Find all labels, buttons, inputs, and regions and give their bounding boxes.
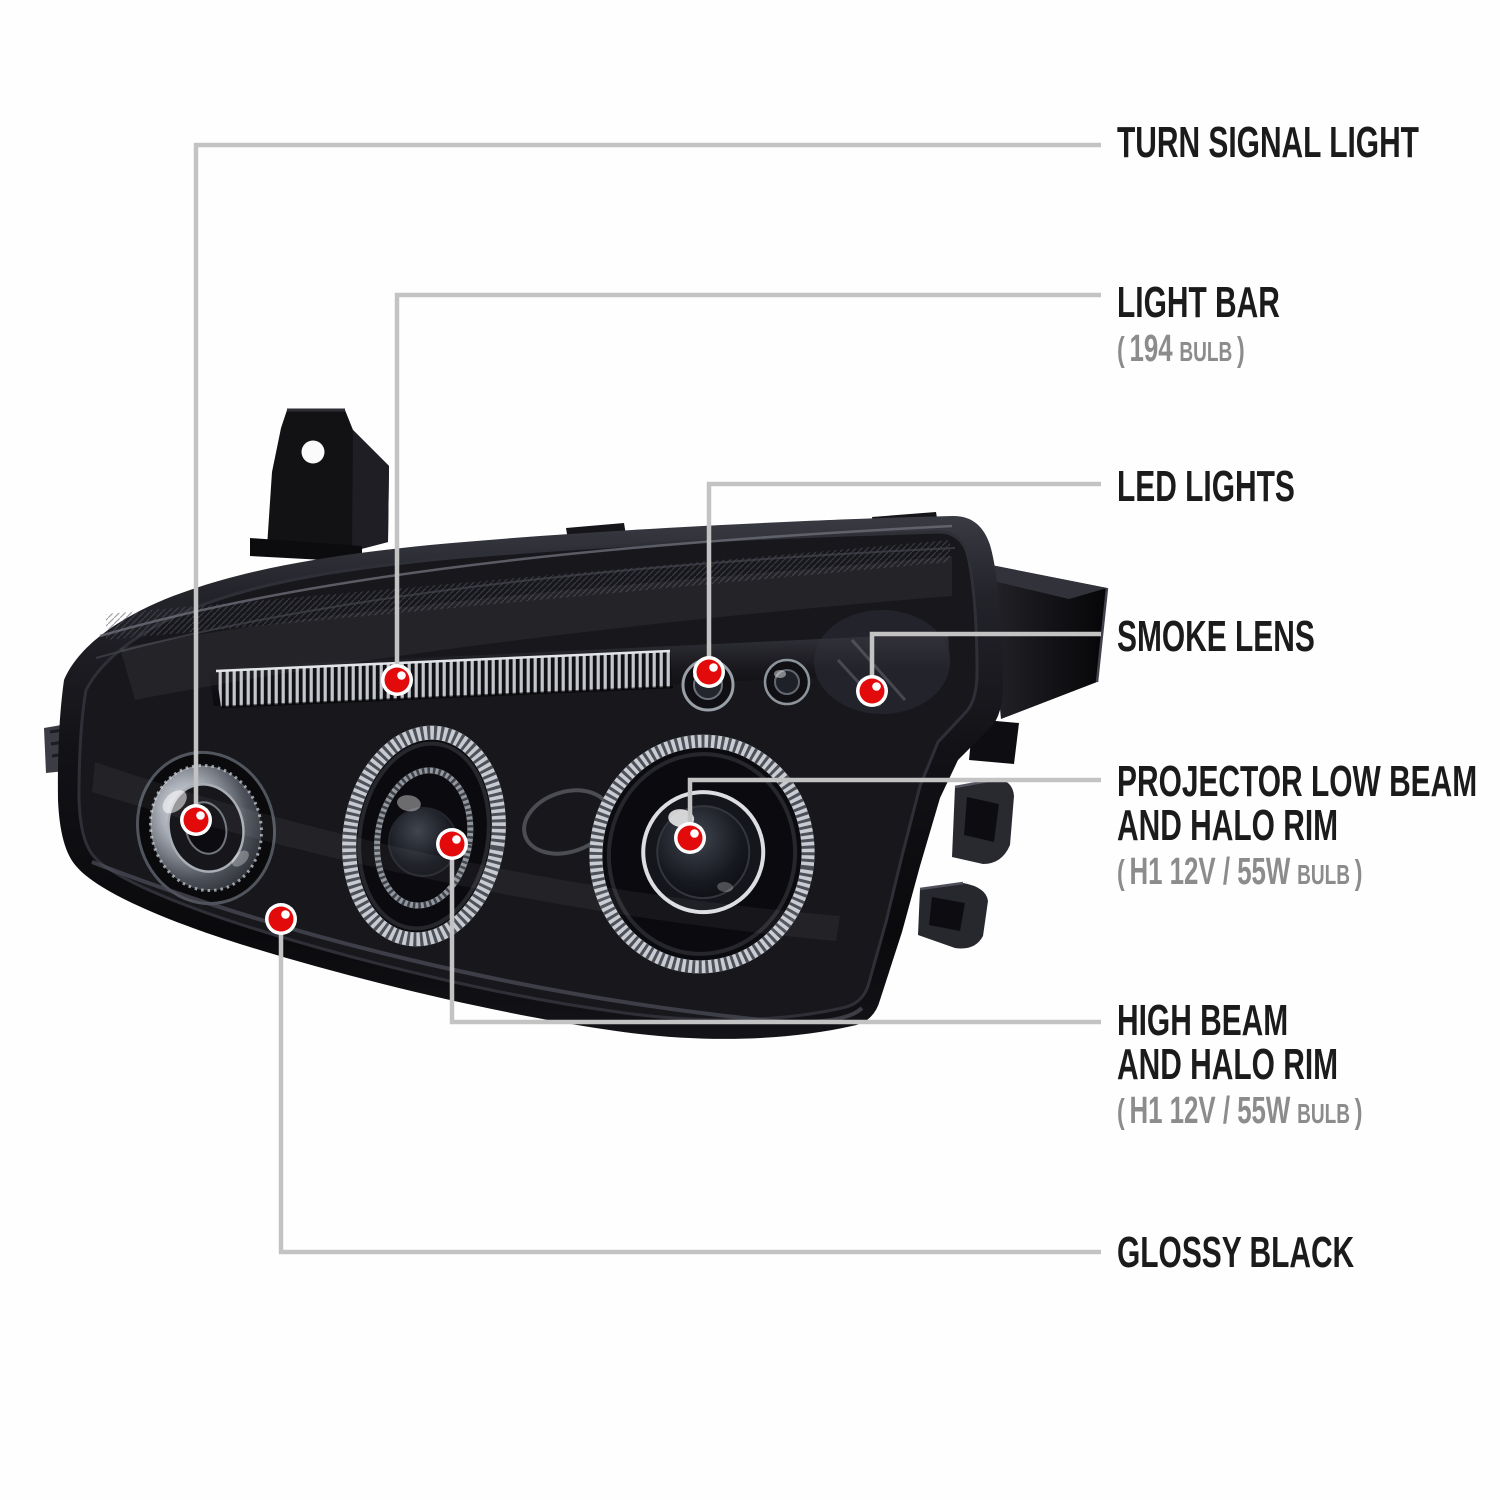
leader-lines: [193, 142, 1101, 1255]
marker-dot-projector-low-beam: [674, 822, 706, 854]
rear-fin: [986, 564, 1109, 719]
callout-title: TURN SIGNAL LIGHT: [1117, 118, 1419, 167]
callout-title-line2: AND HALO RIM: [1117, 1040, 1339, 1089]
marker-dot-high-beam: [436, 828, 468, 860]
callout-glossy-black: GLOSSY BLACK: [1117, 1231, 1466, 1275]
callout-turn-signal-light: TURN SIGNAL LIGHT: [1117, 121, 1500, 165]
light-bar-strip: [216, 651, 673, 707]
marker-dot-led-lights: [693, 656, 725, 688]
callout-title: HIGH BEAM: [1117, 996, 1289, 1045]
callout-led-lights: LED LIGHTS: [1117, 465, 1379, 509]
marker-dot-smoke-lens: [856, 675, 888, 707]
leader-turn-signal-light: [193, 142, 1101, 820]
leader-projector-low-beam: [687, 777, 1101, 838]
marker-dot-light-bar: [381, 664, 413, 696]
leader-led-lights: [706, 481, 1101, 672]
leader-light-bar: [394, 292, 1101, 680]
callout-title: SMOKE LENS: [1117, 612, 1315, 661]
bracket-hole: [301, 440, 325, 464]
leader-smoke-lens: [869, 631, 1101, 691]
callout-title: GLOSSY BLACK: [1117, 1228, 1355, 1277]
side-mount-hook-upper: [952, 777, 1014, 864]
callout-title: LED LIGHTS: [1117, 462, 1295, 511]
leader-high-beam: [449, 844, 1101, 1025]
side-mount-hook-lower: [918, 881, 988, 949]
mounting-bracket: [250, 408, 389, 562]
marker-dot-glossy-black: [265, 903, 297, 935]
callout-title: LIGHT BAR: [1117, 278, 1280, 327]
callout-marker-dots: [180, 656, 888, 935]
low-beam-projector: [589, 734, 815, 974]
headlight-photo: [44, 408, 1109, 1039]
high-beam-projector: [342, 725, 506, 947]
marker-dot-turn-signal-light: [180, 804, 212, 836]
callout-title-line2: AND HALO RIM: [1117, 801, 1339, 850]
leader-glossy-black: [278, 919, 1101, 1255]
callout-smoke-lens: SMOKE LENS: [1117, 615, 1408, 659]
callout-title: PROJECTOR LOW BEAM: [1117, 757, 1478, 806]
callout-projector-low-beam: PROJECTOR LOW BEAM AND HALO RIM (H1 12V …: [1117, 760, 1500, 902]
